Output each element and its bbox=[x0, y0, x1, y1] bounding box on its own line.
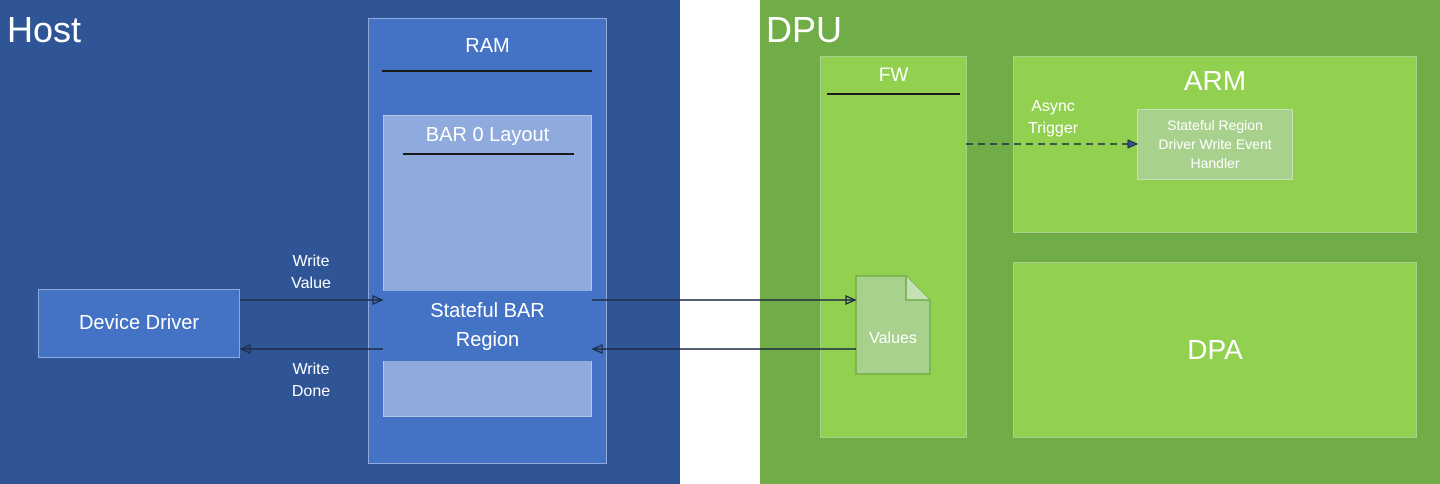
dpa-title: DPA bbox=[1187, 334, 1243, 365]
stateful-region-event-handler-box: Stateful Region Driver Write Event Handl… bbox=[1137, 109, 1293, 180]
bar0-layout-box bbox=[383, 115, 592, 417]
fw-title: FW bbox=[878, 65, 909, 86]
arm-title: ARM bbox=[1183, 65, 1247, 96]
handler-line1: Stateful Region bbox=[1167, 117, 1263, 133]
fw-title-rule bbox=[827, 93, 960, 95]
dpa-box: DPA bbox=[1013, 262, 1417, 438]
handler-line2: Driver Write Event bbox=[1158, 136, 1272, 152]
host-write-done-label: Write Done bbox=[291, 361, 331, 400]
host-write-value-label: Write Value bbox=[291, 253, 331, 292]
values-document-label: Values bbox=[869, 330, 917, 347]
stateful-bar-region-line1: Stateful BAR bbox=[430, 300, 545, 322]
bar0-title-rule bbox=[403, 153, 574, 155]
bar0-layout-title: BAR 0 Layout bbox=[425, 124, 550, 146]
device-driver-box: Device Driver bbox=[38, 289, 240, 358]
host-title: Host bbox=[7, 9, 82, 50]
ram-title-rule bbox=[382, 70, 592, 72]
device-driver-label: Device Driver bbox=[78, 312, 200, 334]
async-trigger-label: Async Trigger bbox=[1027, 98, 1079, 137]
stateful-bar-region: Stateful BAR Region bbox=[383, 291, 592, 361]
values-document-icon bbox=[855, 275, 931, 375]
ram-title: RAM bbox=[465, 35, 510, 57]
dpu-write-value-label: Write Value bbox=[698, 253, 738, 292]
stateful-bar-region-line2: Region bbox=[455, 329, 520, 351]
dpu-title: DPU bbox=[766, 9, 843, 50]
dpu-write-done-label: Write Done bbox=[698, 361, 738, 400]
handler-line3: Handler bbox=[1190, 155, 1240, 171]
